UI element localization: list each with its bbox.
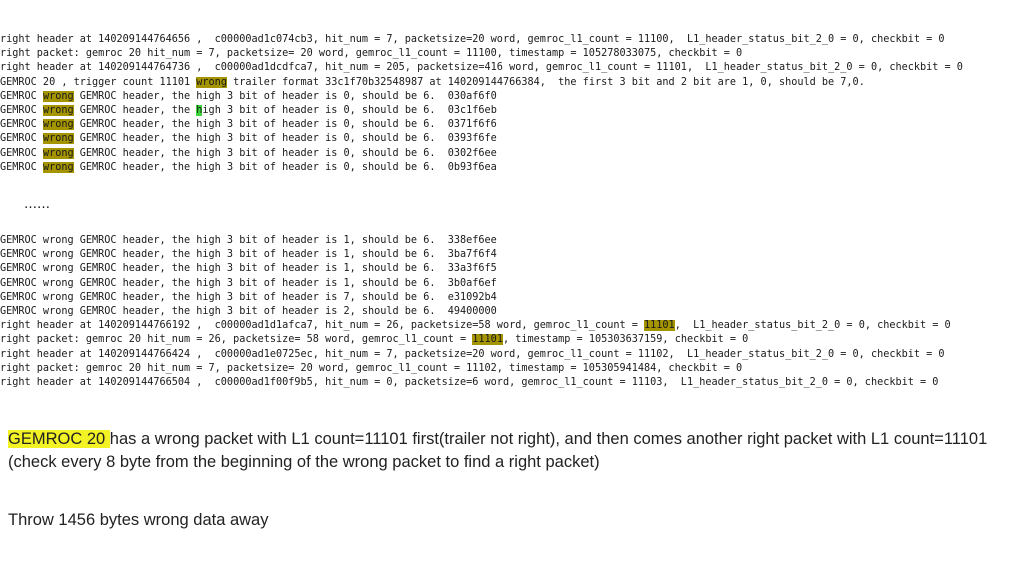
log-line: right packet: gemroc 20 hit_num = 7, pac… <box>0 48 743 60</box>
log-line: right packet: gemroc 20 hit_num = 7, pac… <box>0 362 743 374</box>
log-highlight: wrong <box>42 147 74 159</box>
log-highlight: wrong <box>42 119 74 131</box>
explanation-body: has a wrong packet with L1 count=11101 f… <box>8 430 988 471</box>
log-line: GEMROC wrong GEMROC header, the high 3 b… <box>0 104 1024 118</box>
log-highlight: wrong <box>42 90 74 102</box>
log-line: GEMROC wrong GEMROC header, the high 3 b… <box>0 90 1024 104</box>
log-line: GEMROC wrong GEMROC header, the high 3 b… <box>0 277 497 289</box>
log-highlight: 11101 <box>472 334 503 346</box>
log-text: GEMROC header, the high 3 bit of header … <box>73 119 497 131</box>
log-text: GEMROC <box>0 119 43 131</box>
log-text: GEMROC header, the high 3 bit of header … <box>73 147 497 159</box>
log-text: GEMROC header, the <box>73 104 197 116</box>
log-line: right header at 140209144766192 , c00000… <box>0 319 1024 333</box>
gemroc-highlight: GEMROC 20 <box>8 430 110 448</box>
log-screenshot-top: right header at 140209144764656 , c00000… <box>0 33 1024 173</box>
log-text: GEMROC header, the high 3 bit of header … <box>73 161 497 173</box>
log-highlight: wrong <box>42 161 74 173</box>
log-line: GEMROC wrong GEMROC header, the high 3 b… <box>0 235 497 246</box>
log-highlight: wrong <box>42 104 74 116</box>
log-highlight: wrong <box>196 76 227 88</box>
log-line: right header at 140209144766504 , c00000… <box>0 376 939 388</box>
log-text: GEMROC header, the high 3 bit of header … <box>73 133 497 145</box>
log-screenshot-bottom: GEMROC wrong GEMROC header, the high 3 b… <box>0 234 1024 394</box>
log-line: right packet: gemroc 20 hit_num = 26, pa… <box>0 333 1024 347</box>
log-highlight: wrong <box>42 133 74 145</box>
log-line: GEMROC 20 , trigger count 11101 wrong tr… <box>0 76 1024 90</box>
log-line: GEMROC wrong GEMROC header, the high 3 b… <box>0 249 497 261</box>
log-line: right header at 140209144764656 , c00000… <box>0 34 945 45</box>
log-text: GEMROC 20 , trigger count 11101 <box>0 76 197 88</box>
log-highlight: 11101 <box>644 320 675 332</box>
log-line: GEMROC wrong GEMROC header, the high 3 b… <box>0 291 497 303</box>
log-line: GEMROC wrong GEMROC header, the high 3 b… <box>0 305 497 317</box>
log-text: , L1_header_status_bit_2_0 = 0, checkbit… <box>674 320 951 332</box>
log-text: trailer format 33c1f70b32548987 at 14020… <box>226 76 865 88</box>
log-line: GEMROC wrong GEMROC header, the high 3 b… <box>0 161 1024 175</box>
log-text: GEMROC <box>0 90 43 102</box>
log-text: right header at 140209144766192 , c00000… <box>0 320 645 332</box>
log-line: GEMROC wrong GEMROC header, the high 3 b… <box>0 263 497 275</box>
log-text: GEMROC <box>0 104 43 116</box>
conclusion-text: Throw 1456 bytes wrong data away <box>8 511 269 529</box>
log-line: GEMROC wrong GEMROC header, the high 3 b… <box>0 147 1024 161</box>
log-text: igh 3 bit of header is 0, should be 6. 0… <box>202 104 497 116</box>
log-line: GEMROC wrong GEMROC header, the high 3 b… <box>0 118 1024 132</box>
log-text: GEMROC <box>0 161 43 173</box>
explanation-text: GEMROC 20 has a wrong packet with L1 cou… <box>8 428 1013 474</box>
log-line: right header at 140209144766424 , c00000… <box>0 348 945 360</box>
log-line: right header at 140209144764736 , c00000… <box>0 62 963 74</box>
log-text: GEMROC <box>0 147 43 159</box>
log-highlight-green: h <box>196 104 203 116</box>
log-line: GEMROC wrong GEMROC header, the high 3 b… <box>0 132 1024 146</box>
log-text: , timestamp = 105303637159, checkbit = 0 <box>502 334 749 346</box>
log-text: GEMROC <box>0 133 43 145</box>
log-text: right packet: gemroc 20 hit_num = 26, pa… <box>0 334 473 346</box>
ellipsis: …… <box>24 197 50 212</box>
log-text: GEMROC header, the high 3 bit of header … <box>73 90 497 102</box>
